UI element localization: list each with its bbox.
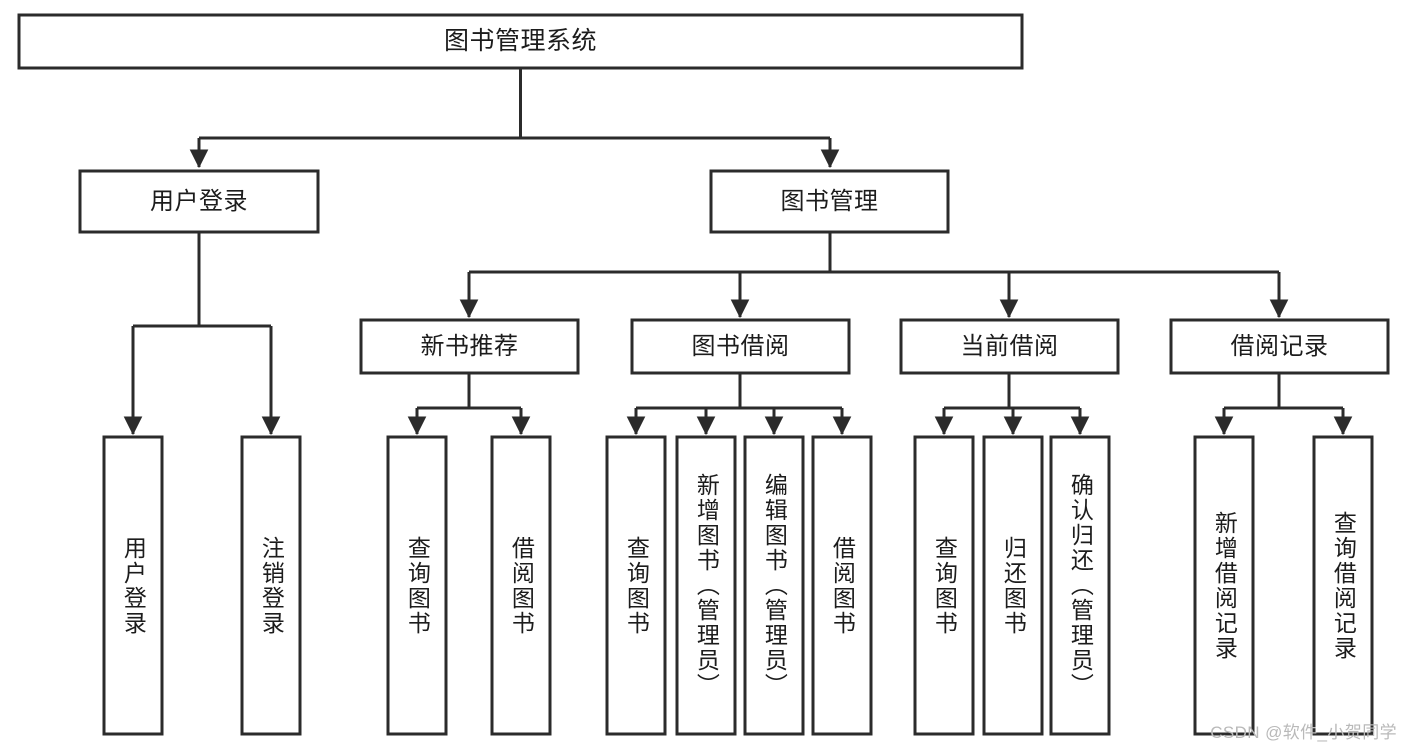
node-box-book-manage[interactable] xyxy=(709,169,950,234)
node-box-root[interactable] xyxy=(17,13,1024,70)
node-box-leaf-query-book-3[interactable] xyxy=(913,435,975,736)
watermark-text: CSDN @软件_小贺同学 xyxy=(1210,723,1397,742)
node-box-new-book-recommend[interactable] xyxy=(359,318,580,375)
node-box-leaf-user-login[interactable] xyxy=(102,435,164,736)
node-box-leaf-add-book[interactable] xyxy=(675,435,737,736)
node-box-leaf-logout-login[interactable] xyxy=(240,435,302,736)
node-box-leaf-borrow-book-1[interactable] xyxy=(490,435,552,736)
node-box-leaf-borrow-book-2[interactable] xyxy=(811,435,873,736)
node-box-user-login[interactable] xyxy=(78,169,320,234)
node-box-leaf-query-book-1[interactable] xyxy=(386,435,448,736)
node-box-leaf-return-book[interactable] xyxy=(982,435,1044,736)
node-box-book-borrow[interactable] xyxy=(630,318,851,375)
node-box-leaf-query-book-2[interactable] xyxy=(605,435,667,736)
node-box-leaf-query-record[interactable] xyxy=(1312,435,1374,736)
node-box-leaf-confirm-return[interactable] xyxy=(1049,435,1111,736)
node-box-borrow-record[interactable] xyxy=(1169,318,1390,375)
node-box-current-borrow[interactable] xyxy=(899,318,1120,375)
node-box-leaf-edit-book[interactable] xyxy=(743,435,805,736)
node-box-leaf-add-record[interactable] xyxy=(1193,435,1255,736)
